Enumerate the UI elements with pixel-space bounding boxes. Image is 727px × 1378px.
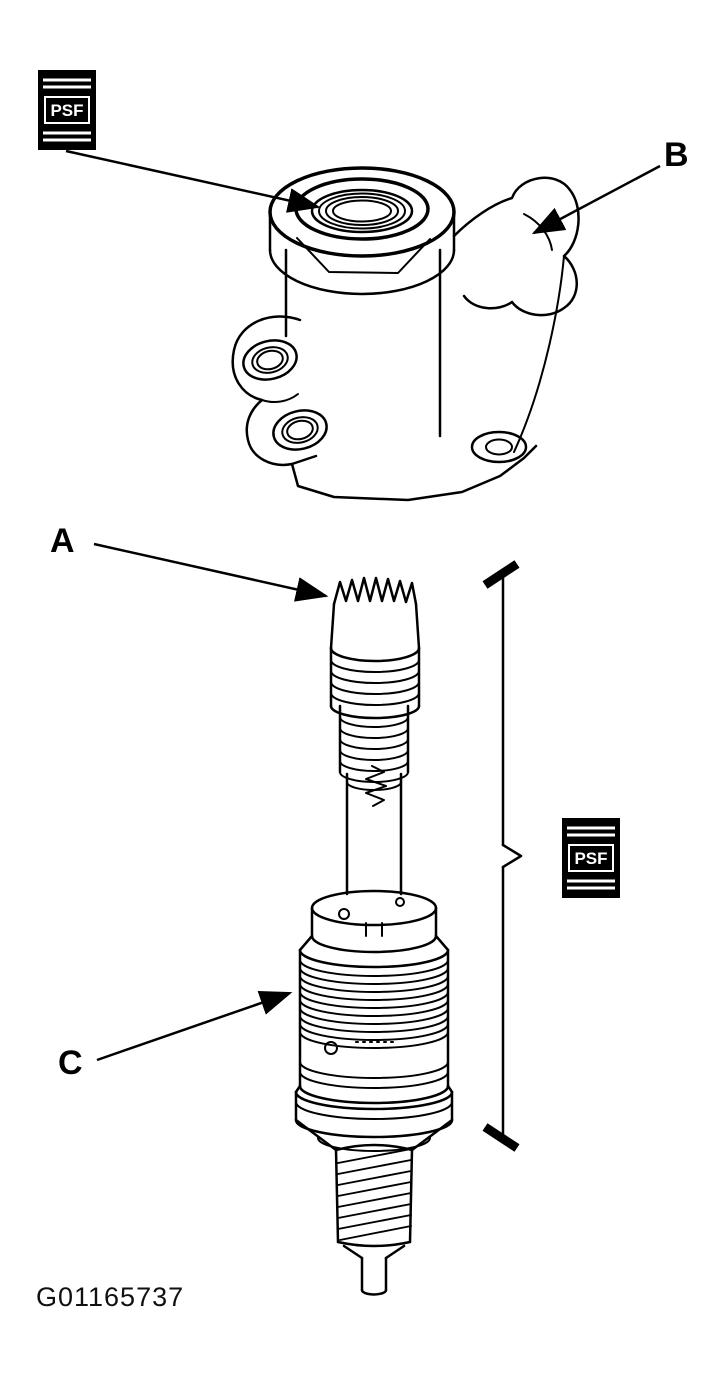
- seal-ring-grooves: [299, 959, 449, 1049]
- callout-label-c: C: [58, 1044, 83, 1082]
- psf-badge-background: [38, 70, 96, 150]
- tip-shoulder: [329, 646, 421, 663]
- psf-badge-label: PSF: [574, 849, 607, 868]
- mounting-hole-upper: [242, 339, 298, 381]
- callout-c-arrow: [96, 991, 293, 1062]
- mounting-boss: [231, 315, 328, 467]
- threaded-bore: [310, 188, 414, 234]
- spool-valve-body: [298, 934, 450, 1105]
- helical-gear: [334, 1143, 414, 1248]
- mounting-hole-lower: [272, 409, 328, 451]
- splined-section-upper: [329, 646, 421, 720]
- collar-pin-hole: [338, 908, 350, 920]
- valve-port-hole: [324, 1041, 338, 1055]
- tip-side: [414, 602, 421, 650]
- collar-pin-hole: [395, 897, 405, 907]
- psf-badge-label: PSF: [50, 101, 83, 120]
- figure-id: G01165737: [36, 1282, 184, 1312]
- spring-clip: [365, 765, 387, 807]
- psf-badge-right: PSF: [562, 818, 620, 898]
- psf-badge-top: PSF: [38, 70, 96, 150]
- valve-shaft-assembly: [294, 576, 454, 1296]
- valve-housing: [231, 166, 580, 502]
- housing-base-flange: [290, 444, 538, 502]
- tip-side: [329, 602, 336, 650]
- bracket-point: [501, 843, 523, 869]
- bore-boss-ring: [294, 177, 430, 241]
- housing-side-bracket: [452, 176, 580, 453]
- valve-top-collar: [310, 889, 438, 954]
- badge-label-box: [44, 96, 90, 124]
- rim-lower-edge: [268, 248, 456, 296]
- collar-notch: [365, 922, 383, 937]
- shaft-smooth-section: [345, 772, 403, 896]
- gear-helix-hatch: [337, 1148, 412, 1241]
- callout-label-a: A: [50, 522, 75, 560]
- callout-a-arrow: [93, 542, 329, 602]
- bracket-end-top: [482, 560, 520, 589]
- callout-b-arrow: [531, 164, 661, 235]
- serrated-shaft-tip: [332, 576, 418, 606]
- psf-range-bracket: [482, 560, 523, 1152]
- rim-chamfer-notch: [296, 237, 431, 274]
- bracket-end-bottom: [482, 1123, 520, 1152]
- badge-label-box: [568, 844, 614, 872]
- callout-label-b: B: [664, 136, 689, 174]
- flange-ear: [470, 430, 528, 464]
- psf-badge-background: [562, 818, 620, 898]
- shaft-bottom-stub: [342, 1244, 406, 1296]
- valve-lower-flange: [294, 1084, 454, 1152]
- psf-to-bore-arrow: [65, 149, 321, 213]
